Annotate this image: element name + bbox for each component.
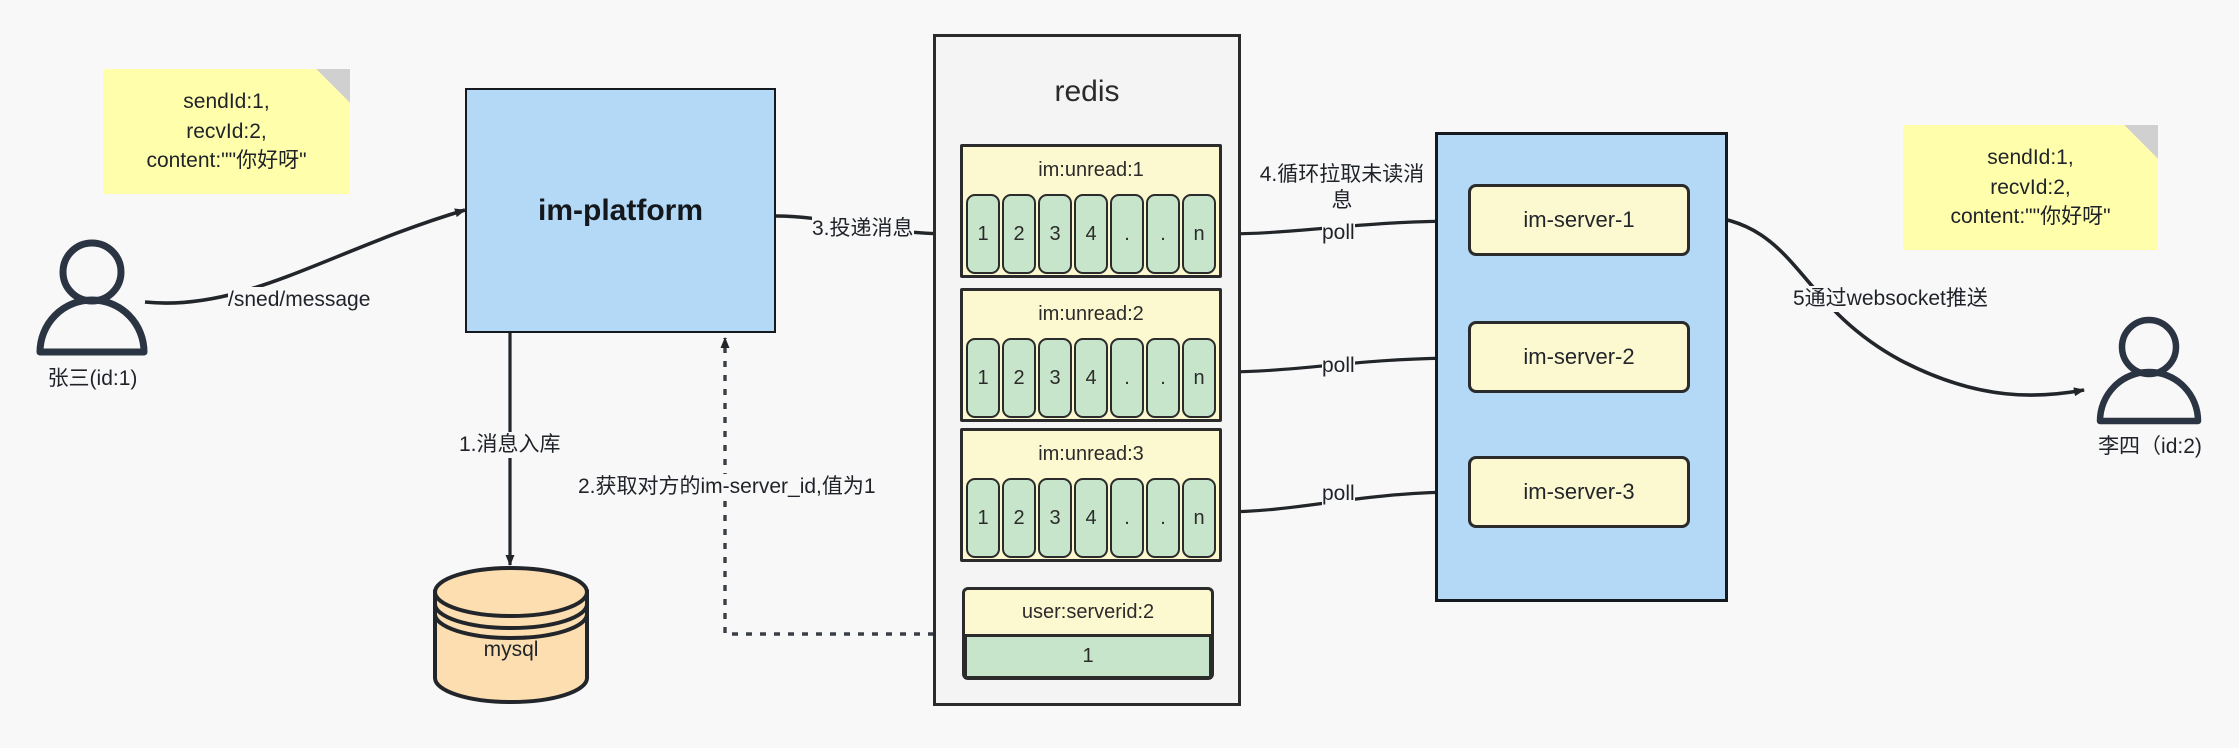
redis-key-label-1: im:unread:1 <box>1038 159 1144 181</box>
redis-cell: n <box>1182 338 1216 418</box>
redis-cell: . <box>1110 194 1144 274</box>
edge-label-step2: 2.获取对方的im-server_id,值为1 <box>578 474 876 501</box>
node-mysql[interactable]: mysql <box>431 566 591 704</box>
edge-step5-websocket <box>1689 213 2085 397</box>
redis-cell: 2 <box>1002 338 1036 418</box>
edge-label-step3: 3.投递消息 <box>812 216 914 243</box>
redis-cells-1: 1 2 3 4 . . n <box>963 194 1219 277</box>
node-redis-title: redis <box>1054 75 1120 108</box>
redis-cell: 4 <box>1074 338 1108 418</box>
user-icon <box>36 239 148 356</box>
redis-cell: 3 <box>1038 194 1072 274</box>
redis-cell: 1 <box>966 194 1000 274</box>
actor-sender-label: 张三(id:1) <box>47 367 138 390</box>
note-left-line-1: sendId:1, <box>183 89 270 113</box>
node-im-server-1-label: im-server-1 <box>1523 207 1635 232</box>
redis-cell: . <box>1146 338 1180 418</box>
note-left-line-2: recvId:2, <box>186 119 267 143</box>
message-payload-note-right: sendId:1, recvId:2, content:""你好呀" <box>1903 125 2158 250</box>
edge-label-step4: 4.循环拉取未读消 息 <box>1256 162 1428 215</box>
node-im-server-3-label: im-server-3 <box>1523 479 1635 504</box>
redis-key-block-1[interactable]: im:unread:1 1 2 3 4 . . n <box>960 144 1222 278</box>
redis-key-label-user-serverid: user:serverid:2 <box>1021 600 1155 623</box>
edge-label-step4-line1: 4.循环拉取未读消 <box>1259 163 1425 186</box>
edge-label-step4-line2: 息 <box>1331 189 1353 213</box>
redis-cell: 2 <box>1002 478 1036 558</box>
redis-cell: 4 <box>1074 194 1108 274</box>
note-left-line-3: content:""你好呀" <box>146 149 307 173</box>
edge-label-send-message: /sned/message <box>228 287 371 314</box>
actor-receiver <box>2092 316 2207 428</box>
node-im-server-1[interactable]: im-server-1 <box>1468 184 1690 256</box>
redis-cell: 4 <box>1074 478 1108 558</box>
redis-cell: . <box>1110 338 1144 418</box>
note-right-line-1: sendId:1, <box>1987 145 2074 169</box>
node-im-platform[interactable]: im-platform <box>465 88 776 333</box>
edge-send-message <box>144 208 466 305</box>
actor-receiver-label: 李四（id:2) <box>2098 435 2202 458</box>
redis-cell: 3 <box>1038 338 1072 418</box>
message-payload-note-left: sendId:1, recvId:2, content:""你好呀" <box>103 69 350 194</box>
redis-cell: 1 <box>966 478 1000 558</box>
redis-cell: . <box>1110 478 1144 558</box>
edge-label-poll-1: poll <box>1322 220 1355 247</box>
redis-cell: 2 <box>1002 194 1036 274</box>
edge-label-poll-2: poll <box>1322 353 1355 380</box>
redis-value-user-serverid: 1 <box>964 634 1212 679</box>
node-mysql-label: mysql <box>483 638 539 661</box>
note-fold-icon <box>2124 125 2158 159</box>
redis-key-block-user-serverid[interactable]: user:serverid:2 1 <box>962 587 1214 680</box>
redis-key-block-2[interactable]: im:unread:2 1 2 3 4 . . n <box>960 288 1222 422</box>
note-right-line-3: content:""你好呀" <box>1950 205 2111 229</box>
user-icon <box>2096 316 2202 425</box>
node-im-platform-label: im-platform <box>538 193 703 227</box>
redis-cell: 1 <box>966 338 1000 418</box>
redis-cell: 3 <box>1038 478 1072 558</box>
redis-cells-2: 1 2 3 4 . . n <box>963 338 1219 421</box>
redis-key-label-3: im:unread:3 <box>1038 443 1144 465</box>
note-right-line-2: recvId:2, <box>1990 175 2071 199</box>
redis-cells-3: 1 2 3 4 . . n <box>963 478 1219 561</box>
edge-label-step1: 1.消息入库 <box>459 432 561 459</box>
node-im-server-2-label: im-server-2 <box>1523 344 1635 369</box>
redis-cell: n <box>1182 194 1216 274</box>
edge-label-step5: 5通过websocket推送 <box>1793 286 1988 313</box>
redis-cell: n <box>1182 478 1216 558</box>
redis-key-block-3[interactable]: im:unread:3 1 2 3 4 . . n <box>960 428 1222 562</box>
node-im-server-2[interactable]: im-server-2 <box>1468 321 1690 393</box>
database-icon <box>433 566 589 704</box>
edge-label-poll-3: poll <box>1322 481 1355 508</box>
redis-cell: . <box>1146 478 1180 558</box>
actor-sender <box>30 239 155 360</box>
redis-key-label-2: im:unread:2 <box>1038 303 1144 325</box>
node-im-server-3[interactable]: im-server-3 <box>1468 456 1690 528</box>
redis-cell: . <box>1146 194 1180 274</box>
note-fold-icon <box>316 69 350 103</box>
edge-step2-dotted <box>720 337 962 636</box>
